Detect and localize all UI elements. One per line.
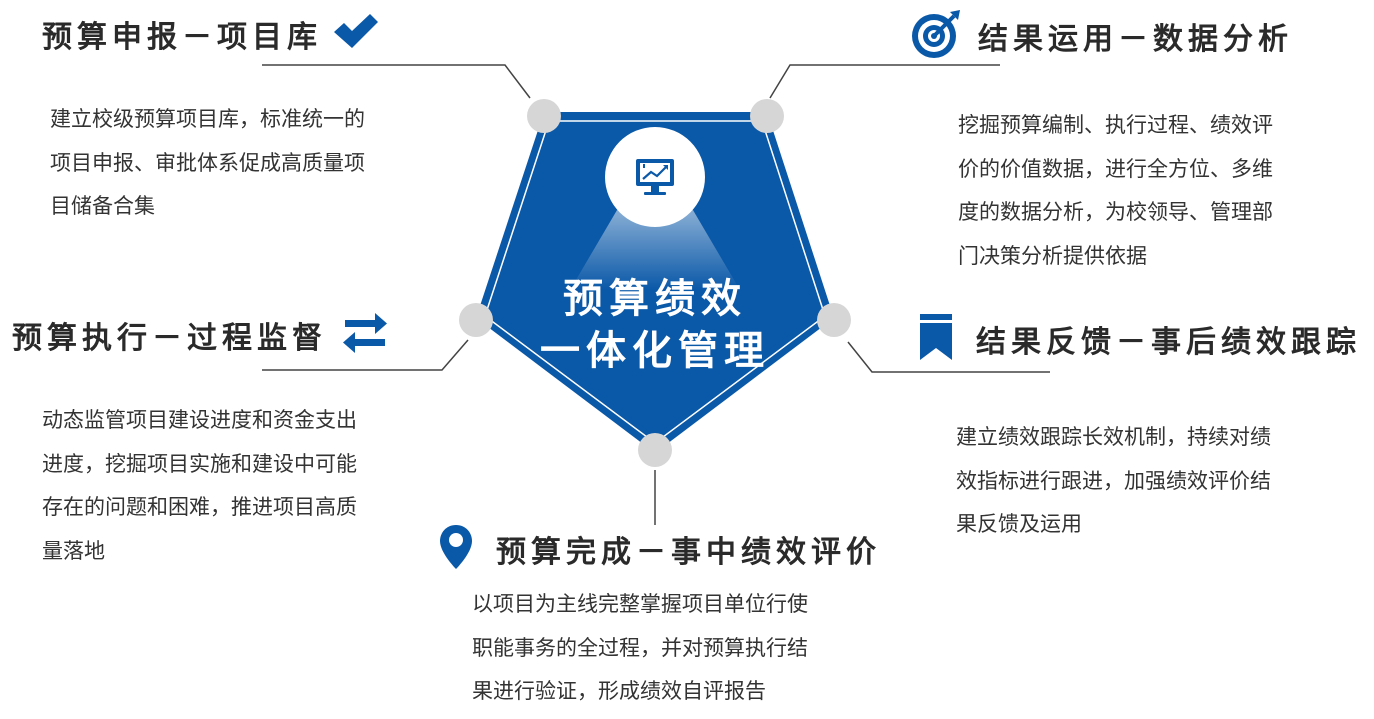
description-line: 目储备合集: [50, 194, 155, 218]
description-line: 项目申报、审批体系促成高质量项: [50, 150, 365, 175]
description-line: 度的数据分析，为校领导、管理部: [958, 200, 1273, 224]
description-line: 存在的问题和困难，推进项目高质: [42, 495, 357, 519]
block-title: 结果反馈－事后绩效跟踪: [976, 325, 1361, 360]
connector-top-left: [262, 64, 531, 99]
block-title: 预算完成－事中绩效评价: [496, 535, 881, 570]
node-mid-right: [817, 303, 851, 337]
block-budget-declaration: 预算申报－项目库 建立校级预算项目库，标准统一的 项目申报、审批体系促成高质量项…: [42, 12, 380, 229]
description-line: 建立校级预算项目库，标准统一的: [50, 107, 365, 131]
center-title-line1: 预算绩效: [563, 276, 747, 322]
block-description: 以项目为主线完整掌握项目单位行使 职能事务的全过程，并对预算执行结 果进行验证，…: [472, 583, 881, 714]
description-line: 量落地: [42, 538, 105, 563]
swap-arrows-icon: [341, 311, 389, 359]
block-description: 建立绩效跟踪长效机制，持续对绩 效指标进行跟进，加强绩效评价结 果反馈及运用: [956, 416, 1361, 547]
center-title-line2: 一体化管理: [540, 328, 770, 374]
description-line: 门决策分析提供依据: [958, 243, 1147, 268]
block-budget-execution: 预算执行－过程监督 动态监管项目建设进度和资金支出 进度，挖掘项目实施和建设中可…: [12, 311, 389, 573]
light-beam: [570, 205, 740, 290]
node-bottom: [638, 433, 672, 467]
connector-top-right: [769, 64, 1000, 99]
block-description: 建立校级预算项目库，标准统一的 项目申报、审批体系促成高质量项 目储备合集: [50, 98, 380, 229]
block-title: 结果运用－数据分析: [978, 22, 1293, 57]
block-budget-completion: 预算完成－事中绩效评价 以项目为主线完整掌握项目单位行使 职能事务的全过程，并对…: [438, 523, 881, 714]
description-line: 价的价值数据，进行全方位、多维: [958, 156, 1273, 181]
block-description: 挖掘预算编制、执行过程、绩效评 价的价值数据，进行全方位、多维 度的数据分析，为…: [958, 104, 1293, 278]
bookmark-icon: [918, 312, 954, 366]
node-top-right: [750, 99, 784, 133]
block-result-application: 结果运用－数据分析 挖掘预算编制、执行过程、绩效评 价的价值数据，进行全方位、多…: [910, 8, 1293, 278]
description-line: 效指标进行跟进，加强绩效评价结: [956, 468, 1271, 493]
description-line: 果进行验证，形成绩效自评报告: [472, 679, 766, 703]
node-top-left: [527, 99, 561, 133]
block-title: 预算执行－过程监督: [12, 321, 327, 356]
description-line: 进度，挖掘项目实施和建设中可能: [42, 451, 357, 476]
target-icon: [910, 8, 962, 64]
description-line: 挖掘预算编制、执行过程、绩效评: [958, 113, 1273, 137]
description-line: 果反馈及运用: [956, 512, 1082, 536]
location-pin-icon: [438, 523, 474, 575]
block-description: 动态监管项目建设进度和资金支出 进度，挖掘项目实施和建设中可能 存在的问题和困难…: [42, 399, 389, 573]
connector-mid-left: [262, 339, 469, 371]
description-line: 以项目为主线完整掌握项目单位行使: [472, 592, 808, 616]
description-line: 动态监管项目建设进度和资金支出: [42, 408, 357, 432]
description-line: 建立绩效跟踪长效机制，持续对绩: [956, 425, 1271, 449]
block-title: 预算申报－项目库: [42, 20, 322, 55]
block-result-feedback: 结果反馈－事后绩效跟踪 建立绩效跟踪长效机制，持续对绩 效指标进行跟进，加强绩效…: [918, 312, 1361, 547]
connector-mid-right: [847, 341, 1050, 373]
checkmark-icon: [332, 12, 380, 56]
monitor-chart-icon: [636, 159, 674, 195]
pentagon-inner-outline: [484, 120, 826, 444]
node-mid-left: [459, 303, 493, 337]
description-line: 职能事务的全过程，并对预算执行结: [472, 635, 808, 660]
